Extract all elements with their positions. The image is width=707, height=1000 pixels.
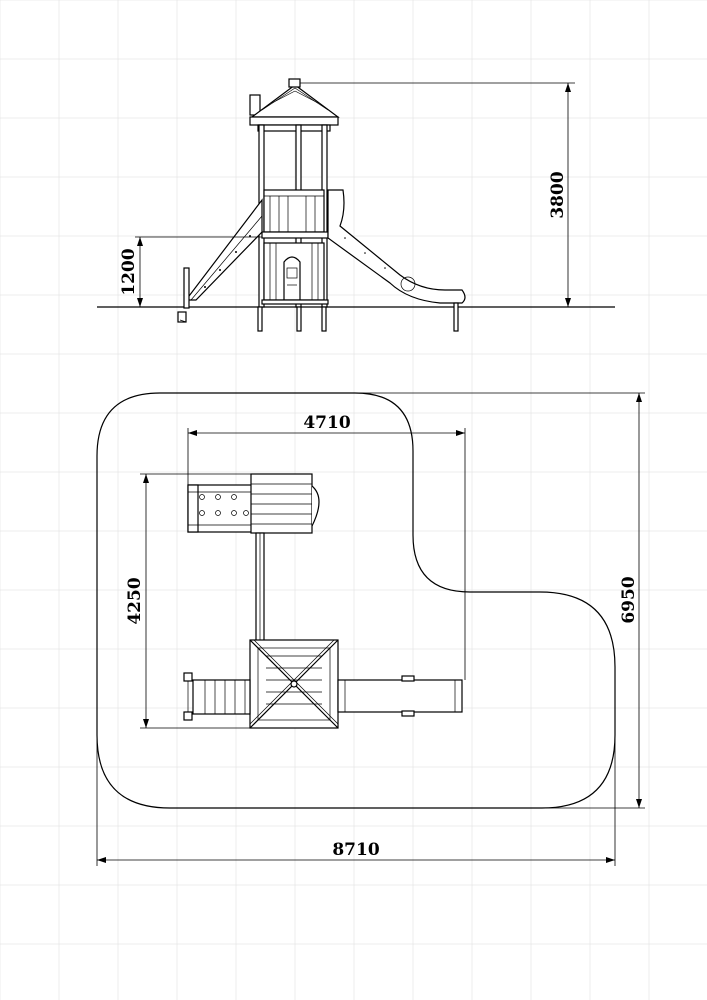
tower-roof <box>249 78 340 132</box>
dimension-label-depth-total: 6950 <box>619 576 639 623</box>
slide-plan <box>337 675 463 717</box>
lower-panel <box>261 242 329 305</box>
small-platform-plan <box>250 473 320 534</box>
dimension-height-platform: 1200 <box>119 236 262 307</box>
ramp-plan <box>183 672 251 721</box>
safety-zone-outline <box>96 392 616 809</box>
dimension-label-width-inner: 4710 <box>303 413 350 433</box>
dimension-depth-total: 6950 <box>355 392 645 809</box>
climbing-wall-plan <box>187 484 253 533</box>
tower-roof-plan <box>249 639 339 729</box>
upper-railing <box>261 189 329 239</box>
connecting-beam <box>255 532 265 642</box>
dimension-width-inner: 4710 <box>187 413 466 680</box>
dimension-width-total: 8710 <box>96 735 616 866</box>
slide-side-view <box>327 189 466 332</box>
climbing-ramp <box>177 198 263 323</box>
dimension-label-height-platform: 1200 <box>119 248 139 295</box>
dimension-label-width-total: 8710 <box>332 840 379 860</box>
dimension-label-depth-inner: 4250 <box>125 577 145 624</box>
dimension-height-total: 3800 <box>300 82 575 307</box>
dimension-depth-inner: 4250 <box>125 473 251 729</box>
plan-view: 4710 4250 6950 8710 <box>96 392 645 866</box>
side-elevation-view: 3800 1200 <box>97 78 615 332</box>
dimension-label-height-total: 3800 <box>548 171 568 218</box>
